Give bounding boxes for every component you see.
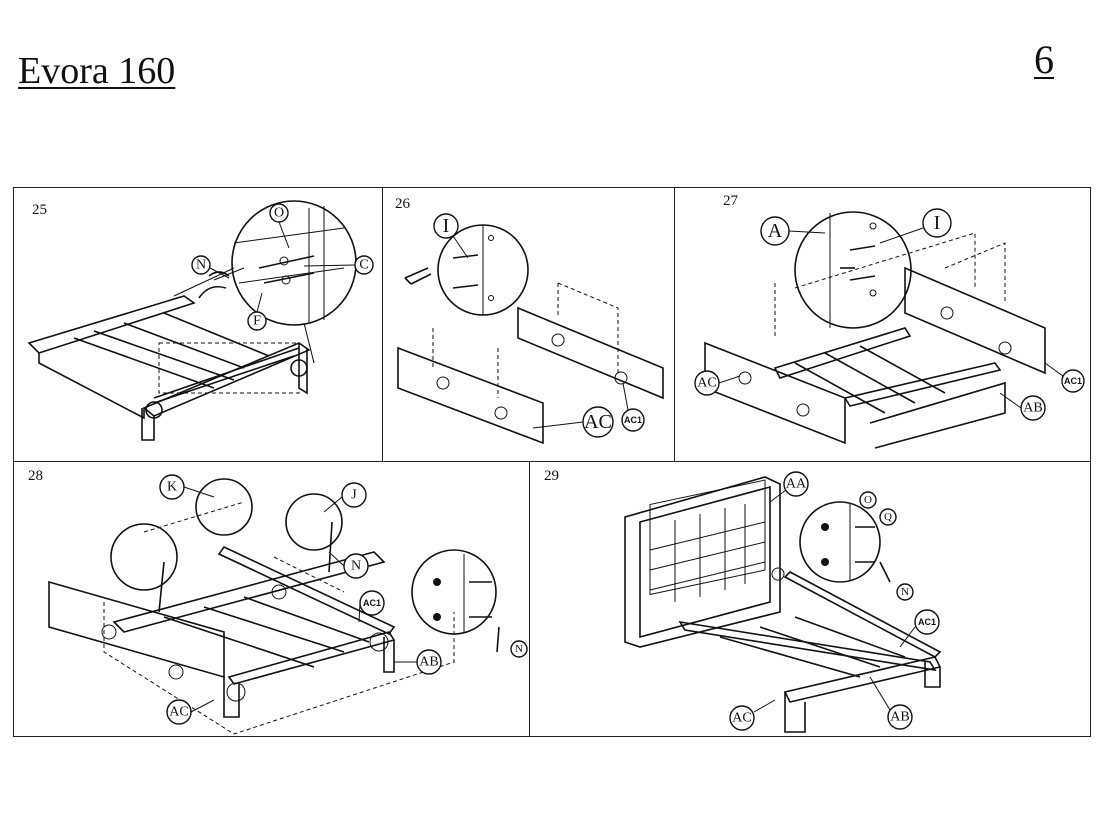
label-AB: AB bbox=[419, 655, 438, 670]
step-number: 27 bbox=[723, 193, 738, 209]
label-I: I bbox=[443, 215, 450, 237]
label-AA: AA bbox=[786, 477, 807, 492]
step-number: 29 bbox=[544, 468, 559, 484]
label-K: K bbox=[167, 480, 177, 495]
label-F: F bbox=[253, 314, 261, 329]
label-AC: AC bbox=[732, 711, 751, 726]
label-A: A bbox=[768, 220, 783, 242]
label-AB: AB bbox=[890, 710, 909, 725]
label-O: O bbox=[274, 206, 284, 221]
label-J: J bbox=[351, 488, 357, 503]
label-Q: Q bbox=[884, 511, 892, 523]
label-O: O bbox=[864, 494, 872, 506]
label-I: I bbox=[934, 212, 941, 234]
label-AC1: AC1 bbox=[1064, 376, 1082, 386]
step-number: 25 bbox=[32, 202, 47, 218]
step-29-panel: 29 AA O Q N AC1 AC AB bbox=[529, 461, 1091, 737]
step-29-illustration: AA O Q N AC1 AC AB bbox=[624, 471, 942, 733]
label-N: N bbox=[901, 586, 909, 598]
label-N: N bbox=[196, 258, 206, 273]
step-28-panel: 28 K J N AC1 AB bbox=[13, 461, 530, 737]
label-AC1: AC1 bbox=[918, 617, 936, 627]
label-AB: AB bbox=[1023, 401, 1042, 416]
label-AC: AC bbox=[169, 705, 188, 720]
step-25-panel: 25 O N C bbox=[13, 187, 383, 462]
label-C: C bbox=[359, 258, 368, 273]
step-28-illustration: K J N AC1 AB AC N bbox=[48, 474, 528, 735]
label-AC: AC bbox=[697, 376, 716, 391]
label-N-2: N bbox=[515, 643, 523, 655]
step-26-panel: 26 I AC AC1 bbox=[382, 187, 675, 462]
step-27-panel: 27 A I AC AB AC1 bbox=[674, 187, 1091, 462]
page-title: Evora 160 bbox=[18, 50, 176, 92]
step-25-illustration: O N C F bbox=[27, 200, 374, 441]
step-26-illustration: I AC AC1 bbox=[397, 213, 664, 445]
step-number: 26 bbox=[395, 196, 410, 212]
step-number: 28 bbox=[28, 468, 43, 484]
label-AC1: AC1 bbox=[624, 415, 642, 425]
label-N: N bbox=[351, 559, 361, 574]
step-27-illustration: A I AC AB AC1 bbox=[694, 208, 1085, 449]
label-AC1: AC1 bbox=[363, 598, 381, 608]
label-AC: AC bbox=[584, 411, 612, 433]
page-number: 6 bbox=[1034, 37, 1054, 82]
